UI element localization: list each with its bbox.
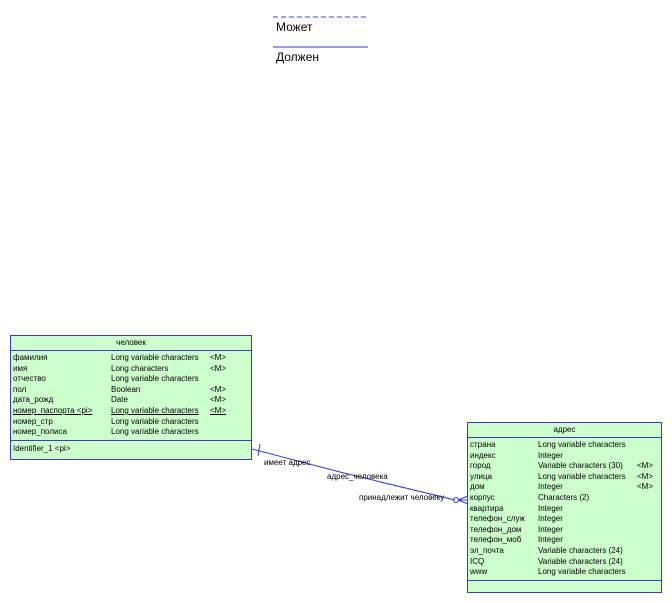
attribute-flag: <M> [637, 471, 654, 481]
attribute-type: Variable characters (24) [538, 556, 623, 566]
attribute-type: Long variable characters [538, 440, 626, 449]
crow-foot-bot [457, 499, 469, 505]
attribute-name: улица [470, 471, 492, 481]
attribute-name: фамилия [13, 353, 48, 362]
entity-address-title: адрес [468, 423, 661, 438]
attribute-name: квартира [470, 503, 504, 513]
attribute-row: корпус Characters (2) [470, 493, 659, 504]
attribute-type: Characters (2) [538, 492, 590, 502]
entity-person[interactable]: человек фамилия Long variable characters… [10, 335, 252, 460]
attribute-flag: <M> [210, 384, 227, 394]
attribute-row: город Variable characters (30) <M> [470, 461, 659, 472]
relationship-name: адрес_человека [327, 472, 388, 481]
identifier: Identifier_1 <pi> [13, 443, 71, 453]
attribute-name: имя [13, 363, 28, 373]
relationship-line-person [251, 448, 341, 473]
attribute-type: Integer [538, 514, 563, 524]
attribute-flag: <M> [210, 405, 227, 415]
attribute-type: Variable characters (30) [538, 461, 623, 471]
attribute-row: телефон_моб Integer [470, 535, 659, 546]
attribute-row: страна Long variable characters [470, 440, 659, 451]
attribute-name: страна [470, 440, 496, 449]
attribute-type: Integer [538, 450, 563, 460]
crow-foot-top [457, 495, 469, 501]
attribute-type: Long variable characters [111, 427, 199, 437]
attribute-row: www Long variable characters [470, 567, 659, 578]
attribute-name: телефон_моб [470, 535, 522, 545]
attribute-row: эл_почта Variable characters (24) [470, 546, 659, 557]
attribute-type: Integer [538, 535, 563, 545]
attribute-type: Date [111, 395, 128, 405]
entity-address[interactable]: адрес страна Long variable characters ин… [467, 422, 662, 593]
attribute-name: номер_паспорта <pi> [13, 405, 93, 415]
attribute-name: корпус [470, 492, 495, 502]
attribute-name: дом [470, 482, 485, 492]
relationship-role-person: имеет адрес [264, 458, 311, 467]
entity-person-title: человек [11, 336, 251, 351]
attribute-row: улица Long variable characters <M> [470, 472, 659, 483]
attribute-row: номер_стр Long variable characters [13, 417, 249, 428]
entity-address-attributes: страна Long variable characters индекс I… [468, 438, 661, 581]
attribute-row: телефон_дом Integer [470, 525, 659, 536]
attribute-name: www [470, 567, 488, 577]
attribute-flag: <M> [637, 461, 654, 471]
attribute-name: телефон_служ [470, 514, 525, 524]
attribute-type: Integer [538, 503, 563, 513]
attribute-name: индекс [470, 450, 496, 460]
attribute-row: индекс Integer [470, 451, 659, 462]
attribute-type: Long variable characters [538, 471, 626, 481]
entity-person-attributes: фамилия Long variable characters <M> имя… [11, 351, 251, 441]
attribute-row: пол Boolean <M> [13, 385, 249, 396]
attribute-type: Long characters [111, 363, 169, 373]
attribute-type: Long variable characters [111, 405, 199, 415]
attribute-row: отчество Long variable characters [13, 374, 249, 385]
attribute-type: Variable characters (24) [538, 545, 623, 555]
attribute-flag: <M> [210, 395, 227, 405]
cardinality-bar-person [257, 443, 261, 457]
attribute-name: пол [13, 384, 27, 394]
attribute-type: Long variable characters [538, 567, 626, 577]
attribute-row: номер_полиса Long variable characters [13, 427, 249, 438]
legend-mandatory-label: Должен [276, 50, 320, 64]
attribute-name: город [470, 461, 491, 471]
attribute-name: ICQ [470, 556, 485, 566]
attribute-name: дата_рожд [13, 395, 54, 405]
attribute-name: номер_стр [13, 416, 53, 426]
attribute-type: Integer [538, 482, 563, 492]
attribute-flag: <M> [637, 482, 654, 492]
attribute-type: Long variable characters [111, 416, 199, 426]
attribute-row: дом Integer <M> [470, 482, 659, 493]
attribute-name: отчество [13, 374, 46, 384]
attribute-row: дата_рожд Date <M> [13, 395, 249, 406]
relationship-role-address: принадлежит человеку [359, 493, 445, 502]
attribute-row: телефон_служ Integer [470, 514, 659, 525]
attribute-row: имя Long characters <M> [13, 364, 249, 375]
legend-optional-label: Может [276, 20, 313, 34]
attribute-flag: <M> [210, 353, 227, 362]
attribute-row: ICQ Variable characters (24) [470, 557, 659, 568]
attribute-flag: <M> [210, 363, 227, 373]
attribute-name: телефон_дом [470, 524, 522, 534]
attribute-type: Integer [538, 524, 563, 534]
attribute-type: Long variable characters [111, 353, 199, 362]
attribute-type: Boolean [111, 384, 141, 394]
attribute-type: Long variable characters [111, 374, 199, 384]
attribute-name: эл_почта [470, 545, 504, 555]
attribute-name: номер_полиса [13, 427, 67, 437]
attribute-row: фамилия Long variable characters <M> [13, 353, 249, 364]
attribute-row: квартира Integer [470, 504, 659, 515]
attribute-row-primary: номер_паспорта <pi> Long variable charac… [13, 406, 249, 417]
entity-person-identifiers: Identifier_1 <pi> [11, 441, 251, 456]
